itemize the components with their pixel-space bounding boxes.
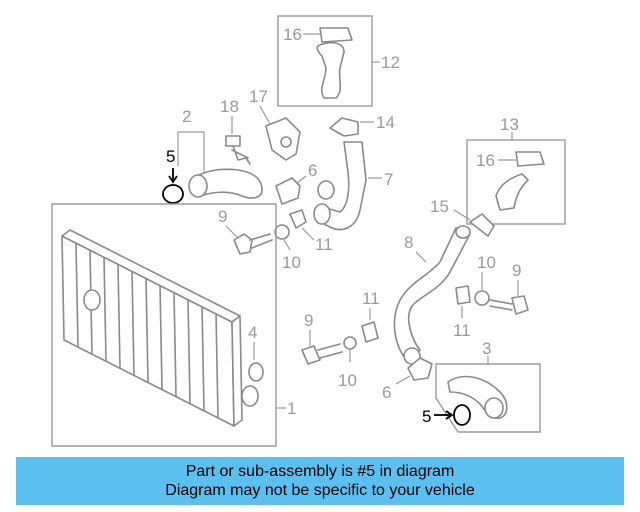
pipe-7: 7 14 [313, 113, 395, 231]
callout-9-right: 9 [512, 261, 521, 280]
callout-13: 13 [500, 115, 519, 134]
callout-9-lower: 9 [304, 311, 313, 330]
part-17: 17 [249, 87, 301, 161]
washer-10-upper [274, 224, 290, 240]
bolt-18: 18 [220, 97, 251, 165]
box-3: 3 [435, 339, 541, 433]
clip-15: 15 [430, 197, 495, 237]
clip-6-upper [275, 177, 301, 205]
pipe-8: 8 [393, 225, 471, 365]
bolt-9-right [511, 295, 529, 315]
hose-13 [495, 173, 529, 211]
hardware-right: 10 9 11 [453, 253, 529, 340]
hardware-upper: 9 10 11 [218, 207, 333, 272]
hose-2 [195, 168, 263, 199]
callout-4: 4 [248, 323, 257, 342]
o-ring-5-left-shape [162, 184, 184, 204]
callout-11-lower: 11 [362, 289, 380, 308]
clip-6-lower [407, 357, 433, 381]
clip-15-shape [469, 213, 495, 237]
callout-2: 2 [182, 107, 191, 126]
intercooler-1: 1 [51, 203, 296, 447]
callout-15: 15 [430, 197, 449, 216]
washer-10-right [474, 290, 490, 306]
callout-16-right: 16 [476, 151, 495, 170]
callout-7: 7 [384, 170, 393, 189]
callout-6-lower: 6 [382, 383, 391, 402]
callout-11-upper: 11 [315, 235, 333, 254]
o-ring-5-left: 5 [162, 147, 184, 204]
o-ring-5-right: 5 [422, 404, 471, 426]
grommet-11-right [455, 285, 471, 305]
callout-8: 8 [404, 233, 413, 252]
part-4: 4 [248, 323, 264, 382]
callout-10-right: 10 [477, 253, 496, 272]
seal-4 [248, 362, 264, 382]
clip-14 [329, 117, 359, 137]
box-13: 13 16 [466, 115, 566, 225]
callout-11-right: 11 [453, 321, 471, 340]
banner-line-1: Part or sub-assembly is #5 in diagram [185, 463, 455, 480]
bolt-9-upper [233, 233, 253, 255]
intercooler-core [61, 235, 235, 427]
callout-10-lower: 10 [338, 371, 357, 390]
callout-5-left: 5 [166, 147, 175, 166]
callout-3: 3 [482, 339, 491, 358]
part-6-upper: 6 [275, 161, 317, 205]
callout-10-upper: 10 [282, 253, 301, 272]
part-6-lower: 6 [382, 357, 433, 402]
callout-9-upper: 9 [218, 207, 227, 226]
info-banner: Part or sub-assembly is #5 in diagram Di… [16, 457, 624, 505]
banner-line-2: Diagram may not be specific to your vehi… [165, 482, 475, 499]
washer-10-lower [343, 336, 357, 350]
callout-1: 1 [287, 399, 296, 418]
callout-16-top: 16 [283, 25, 302, 44]
clamp-16-top [319, 27, 353, 43]
clamp-16-right [515, 151, 545, 167]
box-12: 12 16 [277, 15, 400, 107]
parts-diagram: 12 16 18 17 2 5 6 7 [51, 15, 566, 447]
callout-12: 12 [381, 53, 400, 72]
hardware-lower: 9 10 11 [301, 289, 380, 390]
callout-18: 18 [220, 97, 239, 116]
part-2: 2 [177, 107, 263, 199]
bolt-9-lower [301, 345, 321, 365]
o-ring-5-right-shape [453, 404, 471, 426]
grommet-11-lower [361, 321, 379, 343]
callout-5-right: 5 [422, 407, 431, 426]
callout-6-upper: 6 [308, 161, 317, 180]
hose-12 [316, 41, 345, 99]
callout-17: 17 [249, 87, 268, 106]
callout-14: 14 [376, 113, 395, 132]
grommet-11-upper [289, 209, 307, 229]
